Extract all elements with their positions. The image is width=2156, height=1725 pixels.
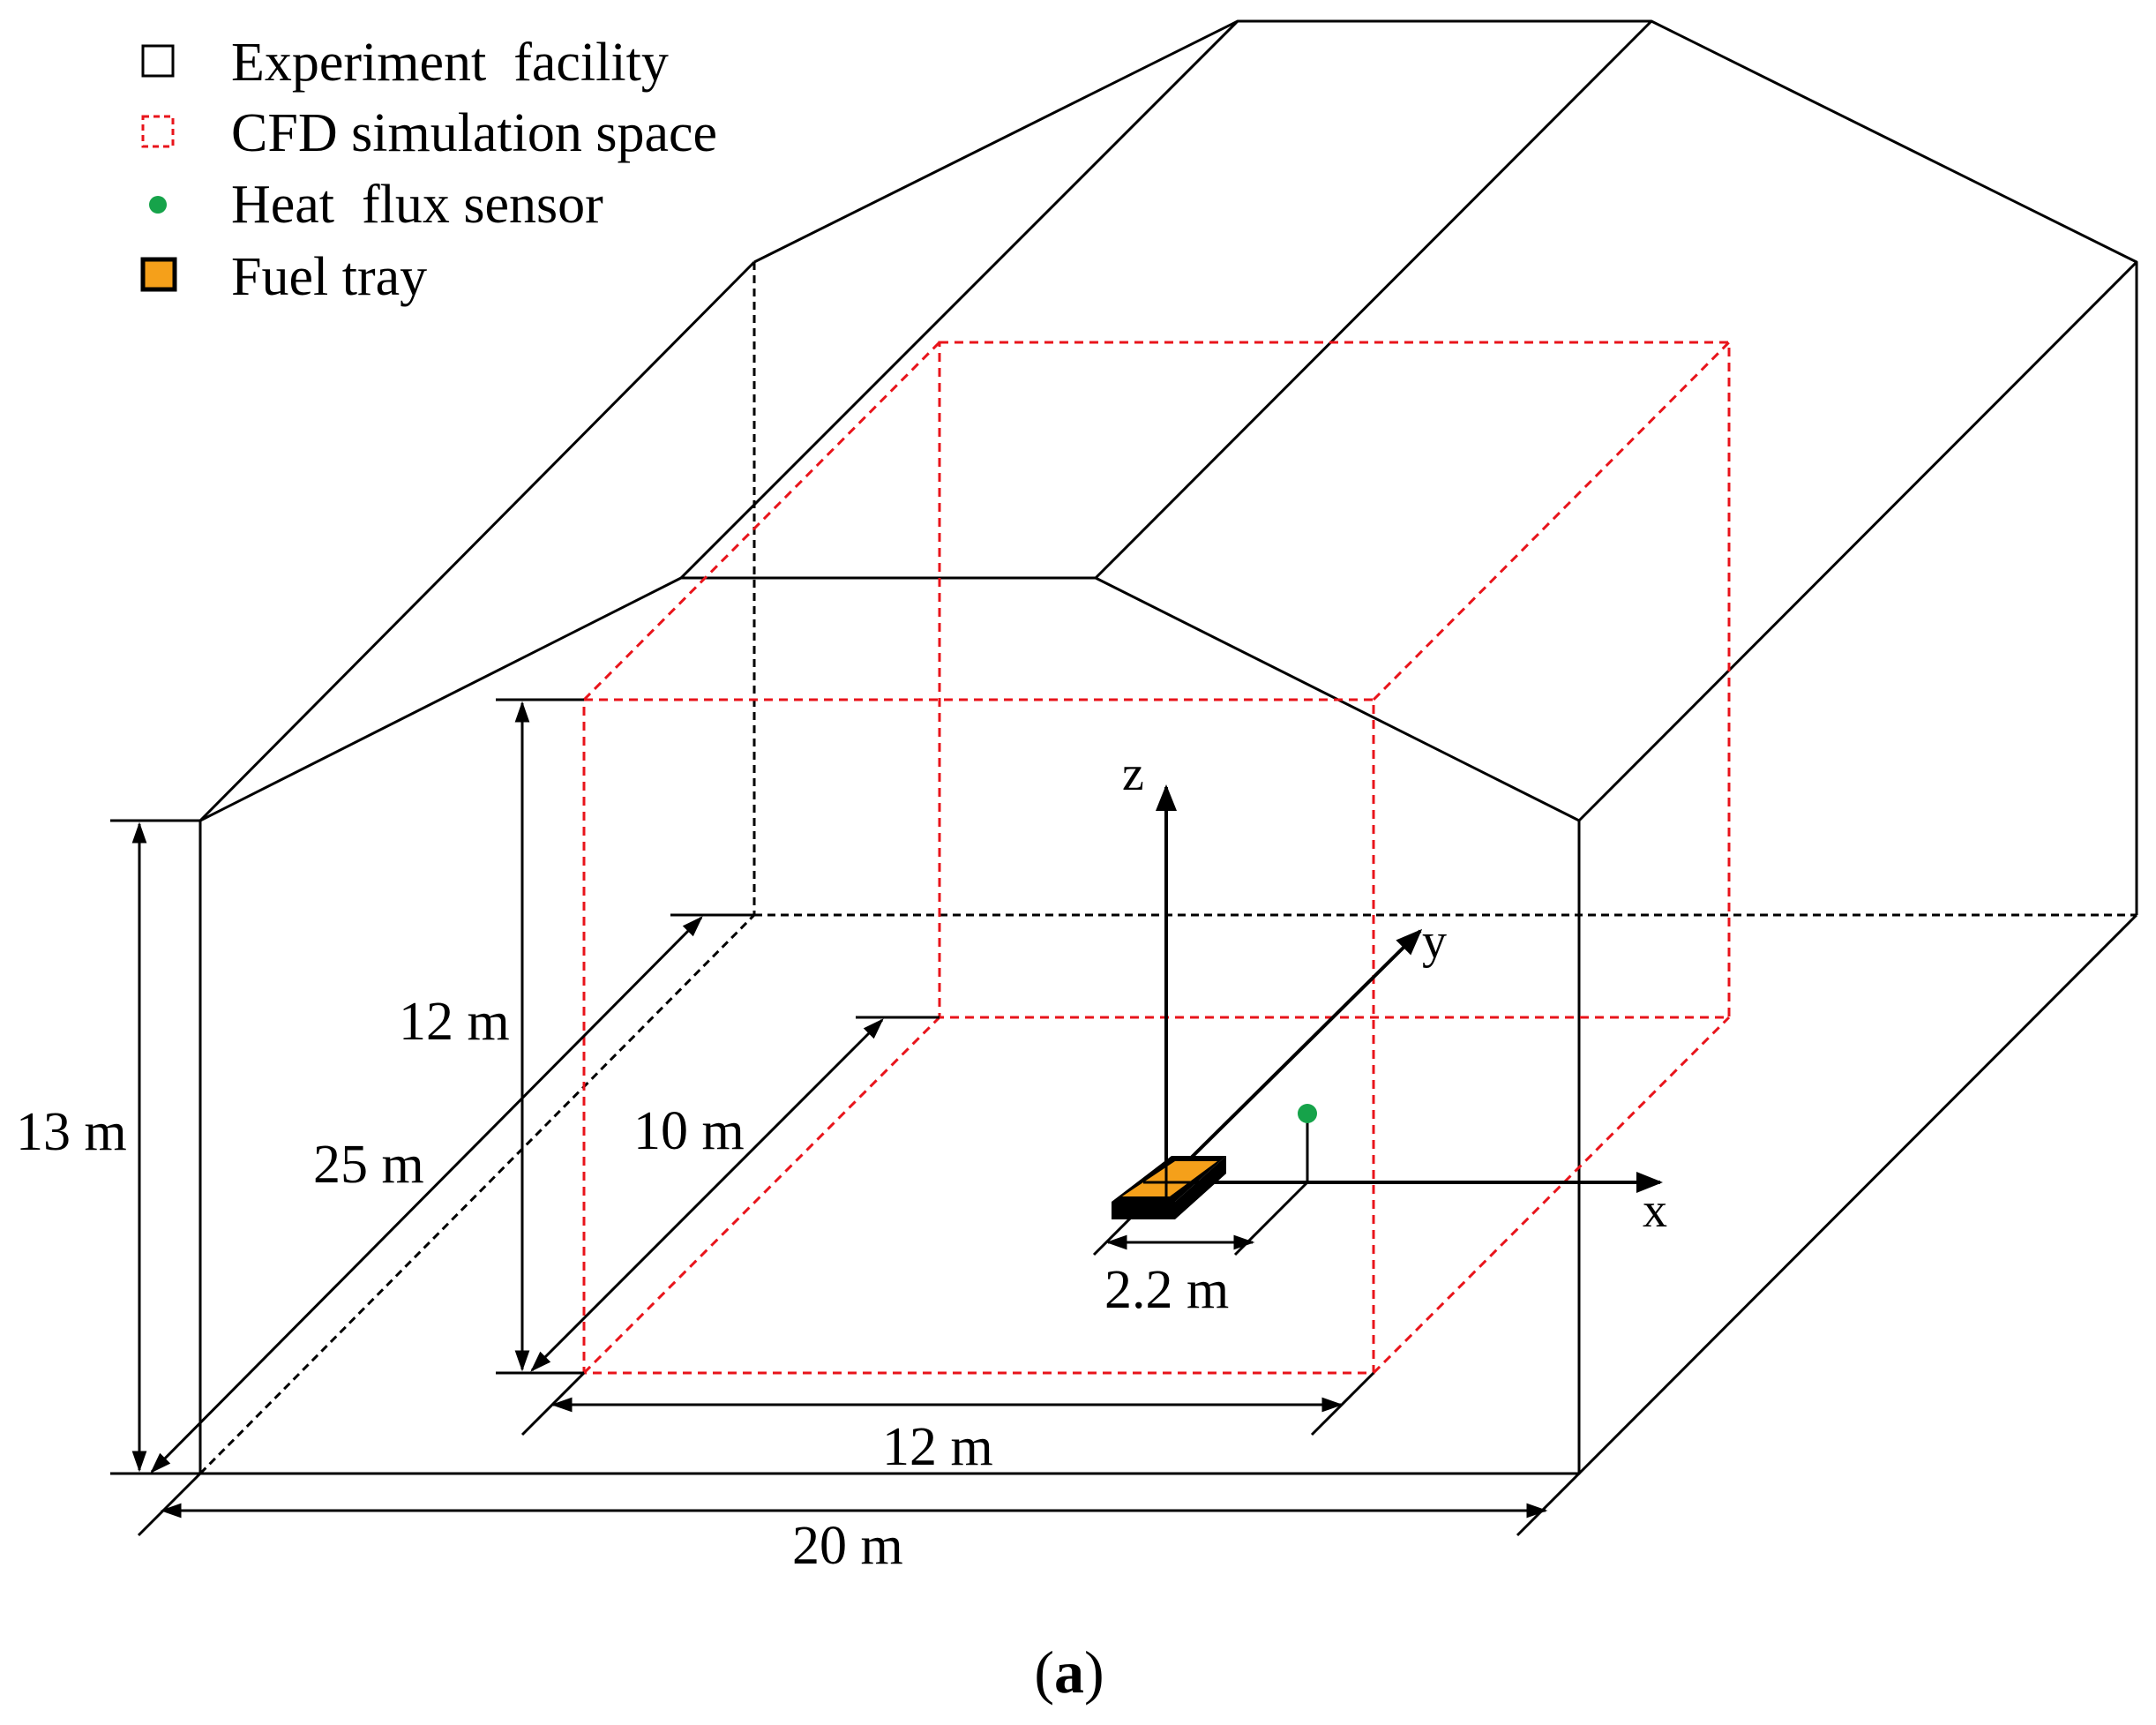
- dimension-lines: [110, 698, 1581, 1537]
- cfd-width-label: 12 m: [882, 1417, 993, 1477]
- legend-fuel-tray-label: Fuel tray: [231, 247, 427, 307]
- caption-open: (: [1034, 1639, 1054, 1706]
- caption-close: ): [1084, 1639, 1104, 1706]
- legend: Experiment facility CFD simulation space…: [140, 33, 717, 307]
- cfd-depth-label: 10 m: [633, 1101, 745, 1161]
- legend-sensor-symbol: [149, 196, 167, 214]
- y-axis-label: y: [1422, 914, 1447, 969]
- legend-sensor-label: Heat flux sensor: [231, 175, 603, 235]
- y-axis: [1164, 928, 1423, 1184]
- legend-facility-label: Experiment facility: [231, 33, 669, 93]
- cfd-height-label: 12 m: [399, 992, 510, 1052]
- z-axis-label: z: [1122, 746, 1144, 801]
- legend-fuel-tray-symbol: [140, 257, 177, 292]
- fuel-tray: [1112, 1156, 1226, 1219]
- sensor-offset-label: 2.2 m: [1104, 1260, 1229, 1320]
- caption-letter: a: [1054, 1639, 1084, 1706]
- facility-height-label: 13 m: [16, 1102, 127, 1162]
- coordinate-axes: [1156, 784, 1663, 1193]
- legend-cfd-symbol: [141, 115, 175, 148]
- figure-caption: (a): [1034, 1639, 1104, 1706]
- facility-width-label: 20 m: [792, 1516, 903, 1576]
- experiment-facility-outline: [198, 19, 2138, 1475]
- legend-cfd-label: CFD simulation space: [231, 103, 717, 163]
- heat-flux-sensor: [1298, 1104, 1317, 1182]
- legend-facility-symbol: [141, 44, 175, 78]
- x-axis-label: x: [1643, 1183, 1667, 1238]
- facility-depth-label: 25 m: [313, 1135, 424, 1195]
